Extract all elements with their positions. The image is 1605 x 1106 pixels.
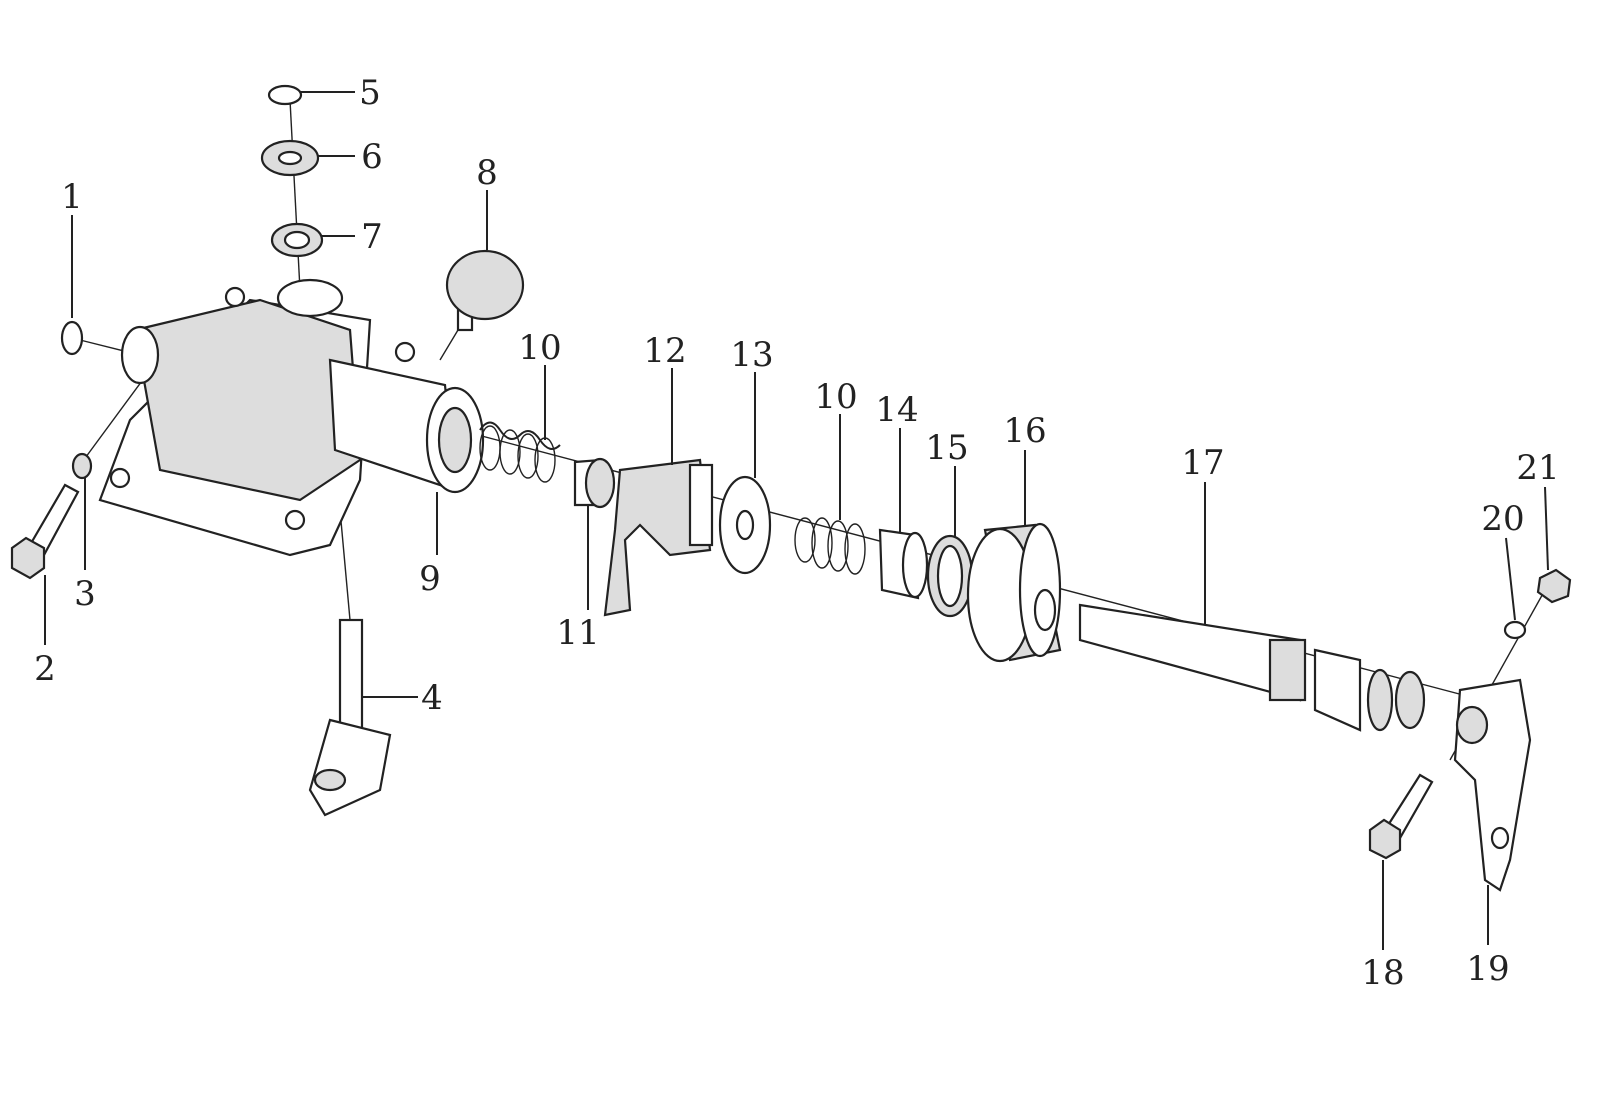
selector-part (603, 458, 714, 617)
callout-10b: 10 (814, 377, 857, 417)
callout-15: 15 (925, 428, 968, 468)
callout-2: 2 (34, 649, 56, 689)
callout-12: 12 (643, 331, 686, 371)
leader-lines (44, 91, 1549, 950)
callout-17: 17 (1181, 443, 1224, 483)
sleeve-part (878, 528, 929, 600)
shaft-part (1078, 603, 1426, 732)
spring-part (479, 421, 561, 483)
spring-part (794, 517, 866, 575)
callout-8: 8 (476, 153, 498, 193)
callout-14: 14 (875, 390, 918, 430)
lever-part (308, 618, 392, 817)
callout-5: 5 (359, 73, 381, 113)
oring-part (926, 534, 974, 618)
callout-4: 4 (421, 678, 443, 718)
piston-part (966, 522, 1062, 663)
callout-labels: 1 2 3 4 5 6 7 8 9 10 11 12 13 10 14 15 1… (34, 73, 1559, 993)
callout-18: 18 (1361, 953, 1404, 993)
callout-19: 19 (1466, 949, 1509, 989)
callout-21: 21 (1516, 448, 1559, 488)
washer-large-part (718, 475, 772, 575)
callout-13: 13 (730, 335, 773, 375)
arm-part (1453, 678, 1532, 892)
callout-1: 1 (61, 177, 83, 217)
callout-9: 9 (419, 559, 441, 599)
callout-11: 11 (556, 613, 599, 653)
callout-20: 20 (1481, 499, 1524, 539)
bolt-part (1368, 773, 1434, 860)
callout-10: 10 (518, 328, 561, 368)
knob-part (445, 249, 525, 332)
plug-part (60, 320, 84, 356)
bushing-part (573, 457, 616, 509)
circlip-part (267, 84, 303, 106)
callout-3: 3 (74, 574, 96, 614)
callout-6: 6 (361, 137, 383, 177)
nut-part (1536, 568, 1572, 604)
callout-16: 16 (1003, 411, 1046, 451)
washer-small-part (71, 452, 93, 480)
callout-7: 7 (361, 217, 383, 257)
housing-part (98, 278, 485, 557)
bolt-part (10, 483, 80, 580)
washer-small-part (1503, 620, 1527, 640)
